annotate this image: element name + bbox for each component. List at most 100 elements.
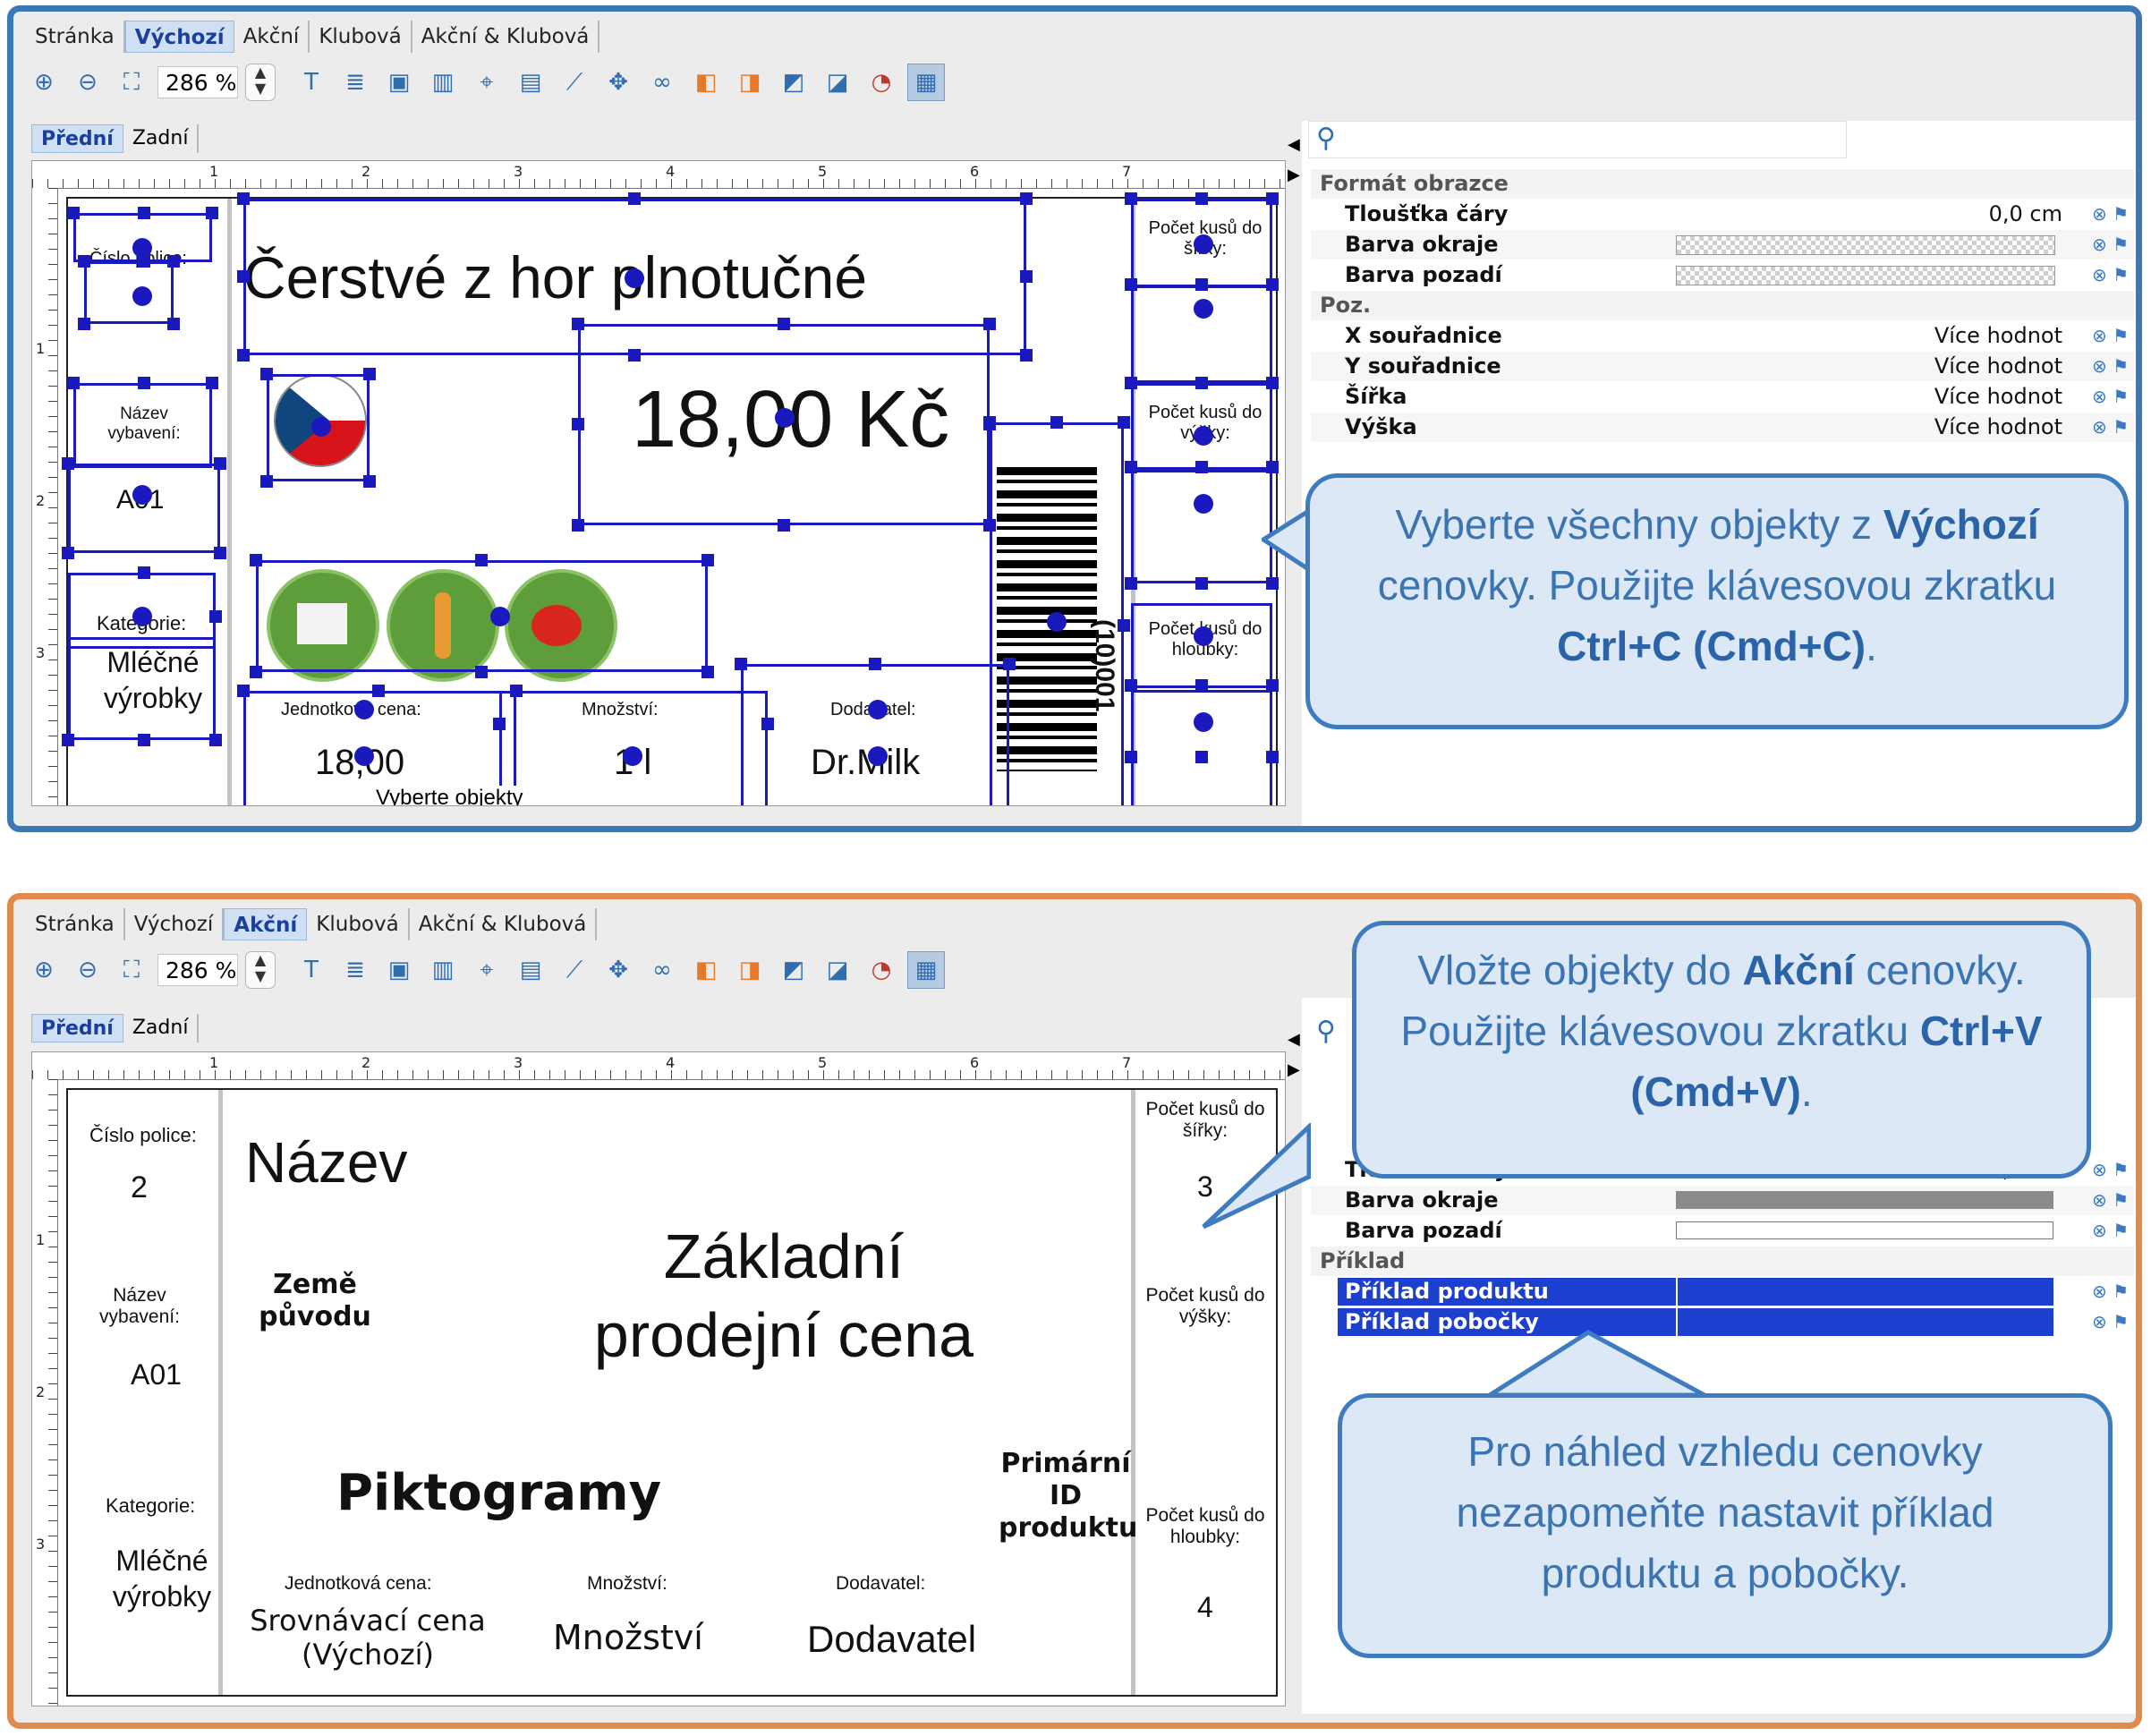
collapse-right-icon[interactable]: ▶ xyxy=(1288,1060,1300,1079)
reset-icon[interactable]: ⊗ ⚑ xyxy=(2091,355,2129,377)
barcode-icon[interactable]: ▥ xyxy=(431,957,455,983)
rotate-icon[interactable]: ◔ xyxy=(871,957,892,983)
send-back-icon[interactable]: ◨ xyxy=(738,957,761,983)
move-icon[interactable]: ✥ xyxy=(608,69,628,96)
text-icon[interactable]: T xyxy=(304,957,319,983)
fit-icon[interactable]: ⛶ xyxy=(123,956,140,983)
tab-front[interactable]: Přední xyxy=(31,124,123,153)
group-pos[interactable]: Poz. xyxy=(1311,291,2134,320)
location-icon[interactable]: ⌖ xyxy=(480,68,494,96)
color-swatch[interactable] xyxy=(1676,266,2055,285)
zoom-out-icon[interactable]: ⊖ xyxy=(78,957,98,983)
tab-page[interactable]: Stránka xyxy=(26,21,125,53)
paragraph-icon[interactable]: ≣ xyxy=(345,957,365,983)
table-icon[interactable]: ▤ xyxy=(519,957,542,983)
color-swatch[interactable] xyxy=(1676,1221,2053,1239)
tab-promo-club[interactable]: Akční & Klubová xyxy=(412,21,600,53)
table-icon[interactable]: ▤ xyxy=(519,69,542,96)
location-icon[interactable]: ⌖ xyxy=(480,956,494,983)
prop-border-color[interactable]: Barva okraje ⊗ ⚑ xyxy=(1311,230,2134,260)
image-icon[interactable]: ▣ xyxy=(387,69,411,96)
reset-icon[interactable]: ⊗ ⚑ xyxy=(2091,416,2129,438)
reset-icon[interactable]: ⊗ ⚑ xyxy=(2091,264,2129,285)
tab-front[interactable]: Přední xyxy=(31,1014,123,1042)
grid-icon[interactable]: ▦ xyxy=(907,64,945,101)
collapse-right-icon[interactable]: ▶ xyxy=(1288,166,1300,184)
vegetables-icon xyxy=(505,569,617,682)
collapse-left-icon[interactable]: ◀ xyxy=(1288,1030,1300,1049)
tab-back[interactable]: Zadní xyxy=(123,124,200,153)
zoom-in-icon[interactable]: ⊕ xyxy=(34,957,54,983)
label-canvas[interactable]: 1 2 3 4 5 6 7 1 2 3 Číslo police: Čerstv… xyxy=(31,160,1286,806)
search-input[interactable] xyxy=(1308,121,1847,158)
tab-default[interactable]: Výchozí xyxy=(124,21,234,53)
rotate-icon[interactable]: ◔ xyxy=(871,69,892,96)
group-icon[interactable]: ◩ xyxy=(782,69,805,96)
prop-bg-color[interactable]: Barva pozadí ⊗ ⚑ xyxy=(1311,260,2134,290)
color-swatch[interactable] xyxy=(1676,235,2055,255)
group-format[interactable]: Formát obrazce xyxy=(1311,169,2134,199)
ungroup-icon[interactable]: ◪ xyxy=(826,69,849,96)
reset-icon[interactable]: ⊗ ⚑ xyxy=(2091,234,2129,255)
zoom-stepper[interactable]: ▲▼ xyxy=(245,64,276,101)
link-icon[interactable]: ∞ xyxy=(652,69,672,96)
zoom-out-icon[interactable]: ⊖ xyxy=(78,69,98,96)
primary-id-field: Primární ID produktu xyxy=(999,1448,1138,1544)
prop-x[interactable]: X souřadnice Více hodnot ⊗ ⚑ xyxy=(1311,321,2134,351)
tab-back[interactable]: Zadní xyxy=(123,1014,200,1042)
paragraph-icon[interactable]: ≣ xyxy=(345,69,365,96)
zoom-field[interactable]: 286 % xyxy=(157,66,238,98)
color-swatch[interactable] xyxy=(1676,1191,2053,1209)
prop-y[interactable]: Y souřadnice Více hodnot ⊗ ⚑ xyxy=(1311,352,2134,381)
bring-front-icon[interactable]: ◧ xyxy=(694,69,718,96)
prop-example-branch[interactable]: Příklad pobočky ⊗ ⚑ xyxy=(1311,1307,2134,1337)
tab-promo[interactable]: Akční xyxy=(234,21,310,53)
collapse-left-icon[interactable]: ◀ xyxy=(1288,135,1300,154)
line-icon[interactable]: ⟋ xyxy=(565,956,583,983)
reset-icon[interactable]: ⊗ ⚑ xyxy=(2091,325,2129,346)
shelf-no-label: Číslo police: xyxy=(89,1124,197,1146)
prop-line-width[interactable]: Tloušťka čáry 0,0 cm ⊗ ⚑ xyxy=(1311,200,2134,229)
reset-icon[interactable]: ⊗ ⚑ xyxy=(2091,386,2129,407)
zoom-in-icon[interactable]: ⊕ xyxy=(34,69,54,96)
ungroup-icon[interactable]: ◪ xyxy=(826,957,849,983)
tab-club[interactable]: Klubová xyxy=(310,21,412,53)
tab-club[interactable]: Klubová xyxy=(307,908,410,940)
ruler-label: 6 xyxy=(970,163,980,180)
link-icon[interactable]: ∞ xyxy=(652,957,672,983)
prop-bg-color[interactable]: Barva pozadí ⊗ ⚑ xyxy=(1311,1216,2134,1246)
zoom-field[interactable]: 286 % xyxy=(157,954,238,986)
ruler-label: 3 xyxy=(514,163,523,180)
prop-label: Barva okraje xyxy=(1345,232,1499,257)
send-back-icon[interactable]: ◨ xyxy=(738,69,761,96)
prop-border-color[interactable]: Barva okraje ⊗ ⚑ xyxy=(1311,1186,2134,1215)
category-value: Mléčné výrobky xyxy=(103,646,203,714)
group-icon[interactable]: ◩ xyxy=(782,957,805,983)
callout-pointer xyxy=(1202,1123,1311,1230)
reset-icon[interactable]: ⊗ ⚑ xyxy=(2091,203,2129,225)
zoom-stepper[interactable]: ▲▼ xyxy=(245,951,276,989)
prop-width[interactable]: Šířka Více hodnot ⊗ ⚑ xyxy=(1311,382,2134,412)
bring-front-icon[interactable]: ◧ xyxy=(694,957,718,983)
group-example[interactable]: Příklad xyxy=(1311,1247,2134,1276)
tab-promo[interactable]: Akční xyxy=(224,908,308,940)
label-canvas[interactable]: 1 2 3 4 5 6 7 1 2 3 Číslo police: 2 Náze… xyxy=(31,1051,1286,1706)
move-icon[interactable]: ✥ xyxy=(608,957,628,983)
text-icon[interactable]: T xyxy=(304,69,319,96)
image-icon[interactable]: ▣ xyxy=(387,957,411,983)
reset-icon[interactable]: ⊗ ⚑ xyxy=(2091,1220,2129,1241)
prop-height[interactable]: Výška Více hodnot ⊗ ⚑ xyxy=(1311,413,2134,442)
grid-icon[interactable]: ▦ xyxy=(907,951,945,989)
tab-page[interactable]: Stránka xyxy=(26,908,125,940)
barcode-icon[interactable]: ▥ xyxy=(431,69,455,96)
reset-icon[interactable]: ⊗ ⚑ xyxy=(2091,1189,2129,1211)
ruler-label: 7 xyxy=(1122,1054,1132,1071)
prop-example-product[interactable]: Příklad produktu ⊗ ⚑ xyxy=(1311,1277,2134,1306)
tab-default[interactable]: Výchozí xyxy=(125,908,225,940)
fit-icon[interactable]: ⛶ xyxy=(123,68,140,96)
reset-icon[interactable]: ⊗ ⚑ xyxy=(2091,1311,2129,1332)
reset-icon[interactable]: ⊗ ⚑ xyxy=(2091,1159,2129,1180)
line-icon[interactable]: ⟋ xyxy=(565,68,583,96)
reset-icon[interactable]: ⊗ ⚑ xyxy=(2091,1281,2129,1302)
tab-promo-club[interactable]: Akční & Klubová xyxy=(410,908,598,940)
